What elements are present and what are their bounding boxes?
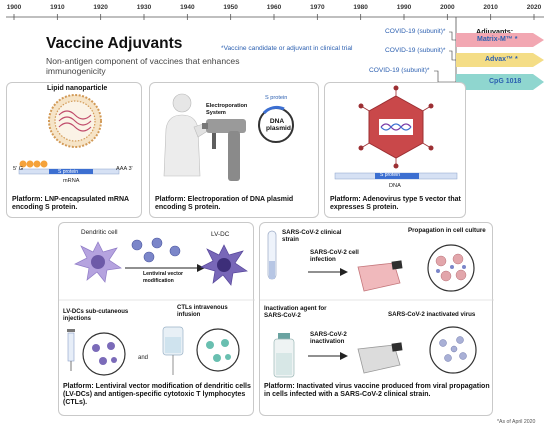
iv-bag-icon [162,326,184,375]
dendritic-cell-label: Dendritic cell [81,229,118,236]
propagation-label: Propagation in cell culture [408,227,486,234]
inactivated-magnifier-icon [429,326,477,374]
lnp-platform-text: Platform: LNP-encapsulated mRNA encoding… [12,196,129,212]
matrix-m-label: Matrix-M™ * [477,36,518,43]
inactivated-platform-text: Platform: Inactivated virus vaccine prod… [264,383,490,399]
covid-subunit-label-2: COVID-19 (subunit)* [385,47,446,54]
inactivated-flask-icon [357,342,403,374]
lentivirus-particles-icon [131,237,181,263]
adenovirus-panel: S protein DNA Platform: Adenovirus type … [324,82,466,218]
lnp-title: Lipid nanoparticle [47,85,108,92]
lnp-s-protein-label: S protein [58,169,79,175]
lentiviral-panel: Dendritic cell LV-DC Lentiviral vector m… [58,222,255,416]
timeline-year-label: 1990 [396,4,412,11]
culture-magnifier-icon [427,244,475,292]
timeline-year-label: 1910 [50,4,65,11]
clinical-trial-note: *Vaccine candidate or adjuvant in clinic… [221,45,353,52]
timeline-year-label: 1970 [310,4,325,11]
cell-infection-label: SARS-CoV-2 cell infection [310,249,359,263]
timeline-year-label: 2020 [526,4,542,11]
inactivation-agent-label: Inactivation agent for SARS-CoV-2 [264,305,327,319]
lentiviral-platform-text: Platform: Lentiviral vector modification… [63,383,251,407]
dna-plasmid-label: DNA plasmid [266,118,291,132]
lentiviral-modification-label: Lentiviral vector modification [143,271,184,284]
inactivated-panel: SARS-CoV-2 clinical strain SARS-CoV-2 ce… [259,222,494,416]
timeline-year-label: 2000 [440,4,455,11]
dna-s-protein-label: S protein [265,95,288,101]
adenovirus-platform-text: Platform: Adenovirus type 5 vector that … [330,196,461,212]
matrix-m-arrow [456,33,544,47]
mrna-construct-icon [18,160,120,175]
timeline-year-label: 1960 [266,4,282,11]
lv-dc-magnifier-icon [82,332,126,376]
clinical-strain-tube-icon [267,230,277,280]
dna-panel: Electroporation System S protein DNA pla… [149,82,319,218]
cpg-1018-label: CpG 1018 [489,78,522,85]
page-title: Vaccine Adjuvants [46,35,183,52]
timeline-line [6,14,544,20]
footnote: *As of April 2020 [497,419,536,425]
adenovirus-dna-label: DNA [389,183,401,189]
person-arm-icon [163,93,215,177]
three-prime-label: AAA 3' [116,166,133,172]
ctl-infusion-label: CTLs intravenous infusion [177,305,228,318]
mrna-label: mRNA [63,178,80,184]
panel-divider-2 [260,299,494,301]
ctl-magnifier-icon [196,328,240,372]
lv-dc-label: LV-DC [211,231,230,238]
page-subtitle: Non-antigen component of vaccines that e… [46,56,240,76]
syringe-icon [67,329,75,371]
timeline: 1900 1910 1920 1930 1940 1950 1960 1970 1980 1990… [0,0,550,24]
advax-arrow [456,53,544,67]
covid-subunit-label-1: COVID-19 (subunit)* [385,28,446,35]
electroporation-device-icon [202,119,246,181]
five-prime-label: 5' G [13,166,24,172]
lv-dc-icon [200,244,248,286]
culture-flask-icon [357,260,403,292]
dna-plasmid-icon [258,105,294,143]
injection-label: LV-DCs sub-cutaneous injections [63,309,129,322]
clinical-strain-label: SARS-CoV-2 clinical strain [282,229,342,243]
timeline-year-label: 1920 [93,4,108,11]
inactivated-virus-label: SARS-CoV-2 inactivated virus [388,311,476,318]
timeline-year-label: 1950 [223,4,238,11]
lipid-nanoparticle-icon [48,94,102,148]
timeline-year-label: 1900 [6,4,22,11]
inactivation-label: SARS-CoV-2 inactivation [310,331,347,345]
cpg-arrow [456,74,544,90]
panel-divider [59,299,255,301]
adenovirus-dna-construct [334,172,458,180]
advax-label: Advax™ * [485,56,518,63]
adenovirus-icon [358,85,434,169]
adjuvants-heading: Adjuvants: [476,27,514,36]
covid-subunit-label-3: COVID-19 (subunit)* [369,67,430,74]
timeline-year-label: 2010 [483,4,498,11]
timeline-year-label: 1940 [180,4,195,11]
inactivation-arrow [308,352,348,360]
modification-arrow [125,264,205,272]
lnp-panel: Lipid nanoparticle 5' G AAA 3' S protein… [6,82,142,218]
and-label: and [138,355,149,361]
timeline-year-label: 1930 [136,4,152,11]
timeline-year-label: 1980 [353,4,368,11]
electroporation-system-label: Electroporation System [206,103,248,116]
adenovirus-s-protein-label: S protein [380,172,401,178]
dendritic-cell-icon [74,241,122,283]
inactivation-vial-icon [273,333,295,378]
infection-arrow [308,268,348,276]
dna-platform-text: Platform: Electroporation of DNA plasmid… [155,196,294,212]
adjuvant-arrows [434,17,544,92]
